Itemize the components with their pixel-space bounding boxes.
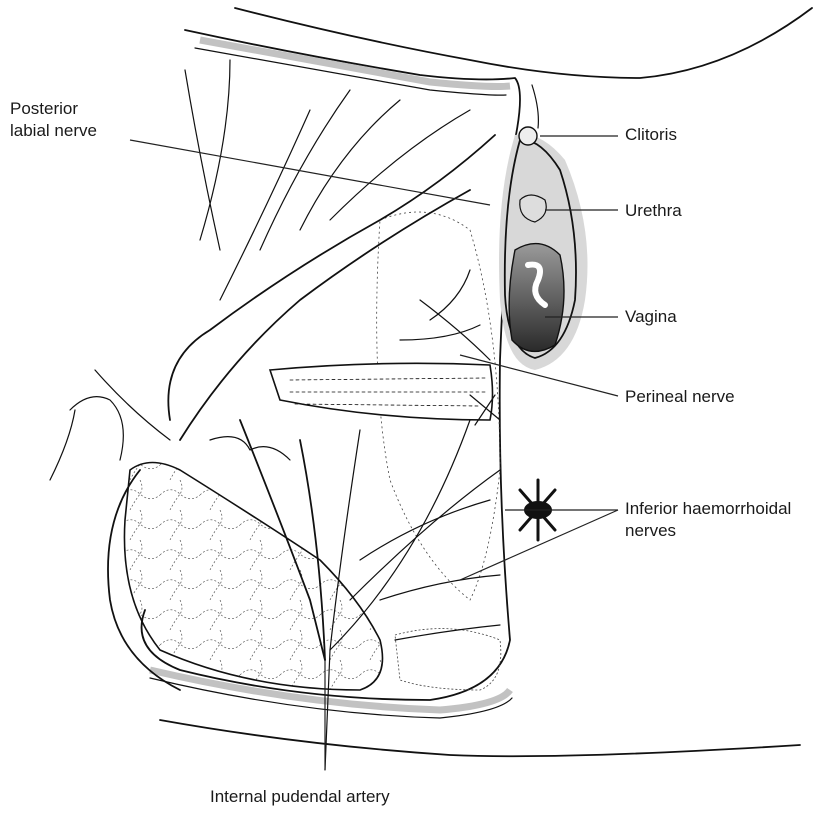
clitoris-shape bbox=[519, 127, 537, 145]
label-inferior-haemorrhoidal-line2: nerves bbox=[625, 520, 676, 541]
label-inferior-haemorrhoidal-line1: Inferior haemorrhoidal bbox=[625, 498, 791, 519]
vulva-structure bbox=[499, 85, 588, 370]
label-vagina: Vagina bbox=[625, 306, 677, 327]
label-perineal-nerve: Perineal nerve bbox=[625, 386, 735, 407]
label-urethra: Urethra bbox=[625, 200, 682, 221]
label-posterior-labial-nerve-line2: labial nerve bbox=[10, 120, 97, 141]
label-clitoris: Clitoris bbox=[625, 124, 677, 145]
label-posterior-labial-nerve-line1: Posterior bbox=[10, 98, 78, 119]
fat-region bbox=[108, 463, 383, 691]
label-internal-pudendal-artery: Internal pudendal artery bbox=[210, 786, 390, 807]
leader-posterior-labial bbox=[130, 140, 490, 205]
